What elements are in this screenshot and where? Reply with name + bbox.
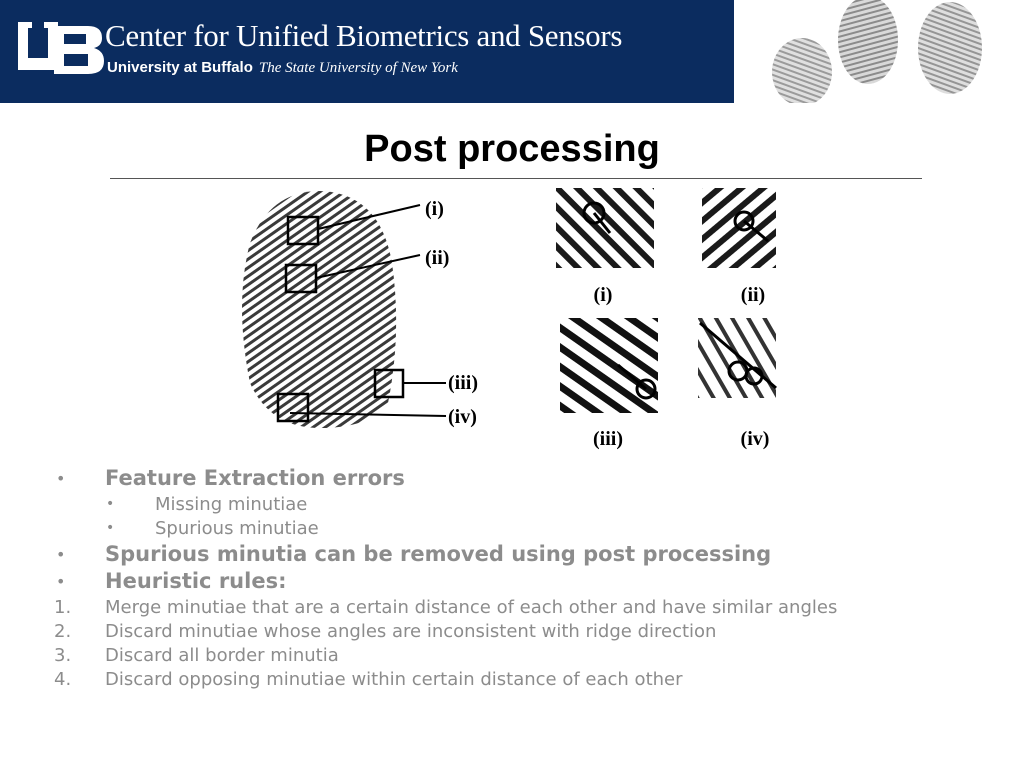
rule-3: Discard all border minutia (105, 645, 339, 666)
title-divider (110, 178, 922, 179)
rule-number: 2. (54, 621, 72, 642)
sub-bullet-missing: Missing minutiae (155, 494, 308, 515)
callout-iii: (iii) (448, 372, 478, 394)
bullet-feature-errors: Feature Extraction errors (105, 466, 405, 490)
fingerprint-image: (i) (ii) (iii) (iv) (242, 191, 478, 428)
bullet-heuristic: Heuristic rules: (105, 569, 287, 593)
zoom-label-iii: (iii) (593, 428, 623, 450)
rule-2: Discard minutiae whose angles are incons… (105, 621, 717, 642)
university-name: University at Buffalo (107, 59, 253, 76)
rule-number: 3. (54, 645, 72, 666)
university-line: University at Buffalo The State Universit… (107, 58, 458, 77)
zoom-label-i: (i) (594, 284, 613, 306)
center-title: Center for Unified Biometrics and Sensor… (105, 18, 623, 53)
callout-ii: (ii) (425, 247, 449, 269)
zoom-label-iv: (iv) (741, 428, 770, 450)
fingerprint-photos (772, 0, 982, 103)
header-banner: Center for Unified Biometrics and Sensor… (0, 0, 734, 103)
zoom-panel-ii: (ii) (702, 188, 776, 306)
state-university-name: The State University of New York (258, 60, 458, 76)
bullet-removed: Spurious minutia can be removed using po… (105, 542, 772, 566)
zoom-panel-iii: (iii) (560, 318, 658, 450)
bullet-marker: • (56, 572, 66, 591)
minutiae-figure: (i) (ii) (iii) (iv) (i) (ii) (iii) (iv) (242, 188, 777, 450)
rule-number: 1. (54, 597, 72, 618)
sub-bullet-marker: • (106, 520, 115, 536)
bullet-marker: • (56, 545, 66, 564)
zoom-panel-i: (i) (556, 188, 654, 306)
bullet-marker: • (56, 469, 66, 488)
sub-bullet-spurious: Spurious minutiae (155, 518, 319, 539)
zoom-panel-iv: (iv) (698, 318, 777, 450)
box-ii (284, 263, 318, 294)
callout-i: (i) (425, 198, 444, 220)
slide-title: Post processing (364, 128, 660, 170)
zoom-label-ii: (ii) (741, 284, 765, 306)
callout-iv: (iv) (448, 406, 477, 428)
box-iv (276, 392, 310, 423)
sub-bullet-marker: • (106, 496, 115, 512)
ub-logo (18, 22, 104, 74)
box-i (286, 215, 320, 246)
rule-4: Discard opposing minutiae within certain… (105, 669, 683, 690)
rule-1: Merge minutiae that are a certain distan… (105, 597, 838, 618)
rule-number: 4. (54, 669, 72, 690)
